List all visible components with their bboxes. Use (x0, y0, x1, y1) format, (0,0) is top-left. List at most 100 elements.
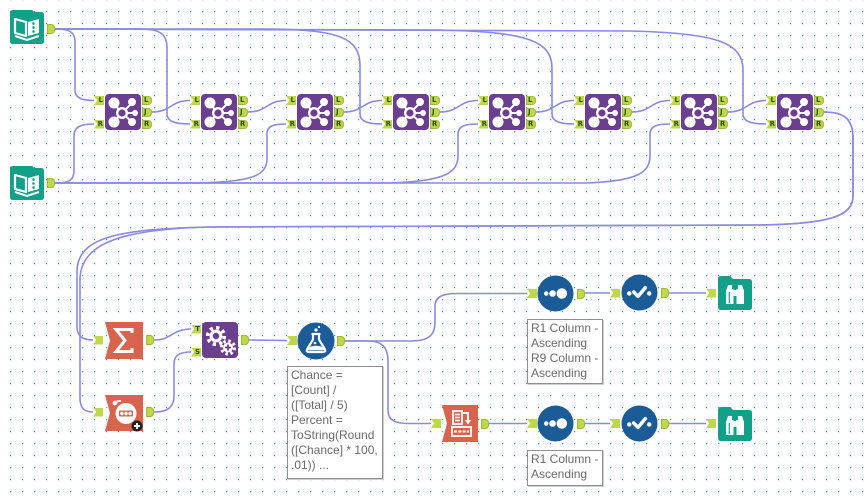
right-input-anchor[interactable]: R (94, 119, 104, 129)
sigma-icon[interactable] (105, 322, 143, 359)
connection-input2-join1-right[interactable] (54, 123, 95, 184)
join-network-icon[interactable] (777, 94, 813, 130)
join-network-icon[interactable] (105, 94, 141, 130)
connection-formula-crosstab[interactable] (345, 340, 431, 425)
target-input-anchor[interactable]: T (191, 324, 201, 334)
flask-icon[interactable] (297, 322, 335, 360)
output-anchor[interactable] (146, 335, 154, 345)
right-input-anchor[interactable]: R (190, 119, 200, 129)
input-anchor[interactable] (610, 419, 620, 428)
dot-check-dot-icon[interactable] (621, 405, 658, 442)
connection-join3-join4[interactable] (343, 99, 383, 113)
book-icon[interactable] (9, 165, 45, 201)
output-anchor[interactable] (337, 336, 345, 346)
output-anchor[interactable] (47, 24, 55, 34)
sort-dots-icon[interactable] (537, 405, 574, 442)
connection-join4-join5[interactable] (439, 99, 479, 113)
join-output-anchor[interactable]: J (622, 107, 632, 117)
left-output-anchor[interactable]: L (142, 96, 152, 105)
connection-summarize-append-target[interactable] (153, 328, 192, 341)
connection-input2-join5-right[interactable] (55, 123, 479, 184)
left-input-anchor[interactable]: L (766, 96, 776, 105)
left-input-anchor[interactable]: L (190, 96, 200, 105)
right-input-anchor[interactable]: R (574, 119, 584, 129)
output-anchor[interactable] (661, 418, 669, 429)
right-input-anchor[interactable]: R (286, 119, 296, 129)
join-network-icon[interactable] (393, 94, 429, 130)
join-network-icon[interactable] (489, 94, 525, 130)
stopwatch-counter-icon[interactable] (105, 395, 145, 433)
output-anchor[interactable] (481, 418, 489, 429)
sort-dots-icon[interactable] (537, 275, 574, 312)
join-output-anchor[interactable]: J (526, 107, 536, 117)
connection-join2-join3[interactable] (247, 99, 287, 113)
join-output-anchor[interactable]: J (430, 107, 440, 117)
right-input-anchor[interactable]: R (766, 119, 776, 129)
book-icon[interactable] (9, 9, 45, 45)
source-input-anchor[interactable]: S (191, 347, 201, 357)
right-input-anchor[interactable]: R (382, 119, 392, 129)
left-output-anchor[interactable]: L (334, 96, 344, 105)
connection-join7-join8[interactable] (727, 99, 767, 113)
input-anchor[interactable] (706, 419, 716, 428)
output-anchor[interactable] (577, 288, 585, 299)
left-output-anchor[interactable]: L (526, 96, 536, 105)
join-network-icon[interactable] (681, 94, 717, 130)
input-anchor[interactable] (527, 419, 537, 428)
dot-check-dot-icon[interactable] (621, 274, 658, 311)
output-anchor[interactable] (146, 407, 154, 417)
left-output-anchor[interactable]: L (718, 96, 728, 105)
input-anchor[interactable] (706, 288, 716, 298)
right-output-anchor[interactable]: R (430, 119, 440, 129)
join-network-icon[interactable] (297, 94, 333, 130)
gears-plus-icon[interactable] (202, 322, 238, 358)
join-output-anchor[interactable]: J (718, 107, 728, 117)
right-output-anchor[interactable]: R (814, 119, 824, 129)
connection-join6-join7[interactable] (631, 99, 671, 113)
output-anchor[interactable] (47, 178, 55, 188)
connection-join5-join6[interactable] (535, 99, 575, 113)
input-anchor[interactable] (431, 419, 441, 428)
join-network-icon[interactable] (201, 94, 237, 130)
input-anchor[interactable] (93, 335, 103, 345)
connection-input2-join3-right[interactable] (55, 123, 287, 184)
connection-input1-join6-right[interactable] (54, 28, 575, 125)
connection-join1-join2[interactable] (151, 99, 191, 113)
left-input-anchor[interactable]: L (94, 96, 104, 105)
output-anchor[interactable] (241, 335, 249, 345)
connection-input1-join1-left[interactable] (54, 28, 95, 102)
input-anchor[interactable] (93, 407, 103, 417)
left-input-anchor[interactable]: L (286, 96, 296, 105)
connection-append-formula[interactable] (248, 339, 288, 342)
left-input-anchor[interactable]: L (382, 96, 392, 105)
output-anchor[interactable] (577, 418, 585, 429)
connection-count-append-source[interactable] (153, 351, 192, 413)
join-network-icon[interactable] (585, 94, 621, 130)
join-output-anchor[interactable]: J (334, 107, 344, 117)
binoculars-icon[interactable] (717, 406, 753, 442)
right-output-anchor[interactable]: R (622, 119, 632, 129)
list-to-row-icon[interactable] (442, 405, 478, 442)
left-output-anchor[interactable]: L (814, 96, 824, 105)
right-input-anchor[interactable]: R (478, 119, 488, 129)
left-input-anchor[interactable]: L (574, 96, 584, 105)
right-input-anchor[interactable]: R (670, 119, 680, 129)
input-anchor[interactable] (610, 288, 620, 298)
right-output-anchor[interactable]: R (142, 119, 152, 129)
connection-input2-join7-right[interactable] (55, 123, 671, 184)
output-anchor[interactable] (661, 288, 669, 298)
input-anchor[interactable] (287, 336, 297, 345)
connection-join8-count-records[interactable] (79, 111, 854, 413)
join-output-anchor[interactable]: J (142, 107, 152, 117)
binoculars-icon[interactable] (717, 275, 753, 311)
right-output-anchor[interactable]: R (526, 119, 536, 129)
join-output-anchor[interactable]: J (238, 107, 248, 117)
right-output-anchor[interactable]: R (334, 119, 344, 129)
left-output-anchor[interactable]: L (238, 96, 248, 105)
left-input-anchor[interactable]: L (670, 96, 680, 105)
connection-input1-join8-right[interactable] (54, 28, 767, 125)
input-anchor[interactable] (527, 289, 537, 298)
right-output-anchor[interactable]: R (718, 119, 728, 129)
join-output-anchor[interactable]: J (814, 107, 824, 117)
